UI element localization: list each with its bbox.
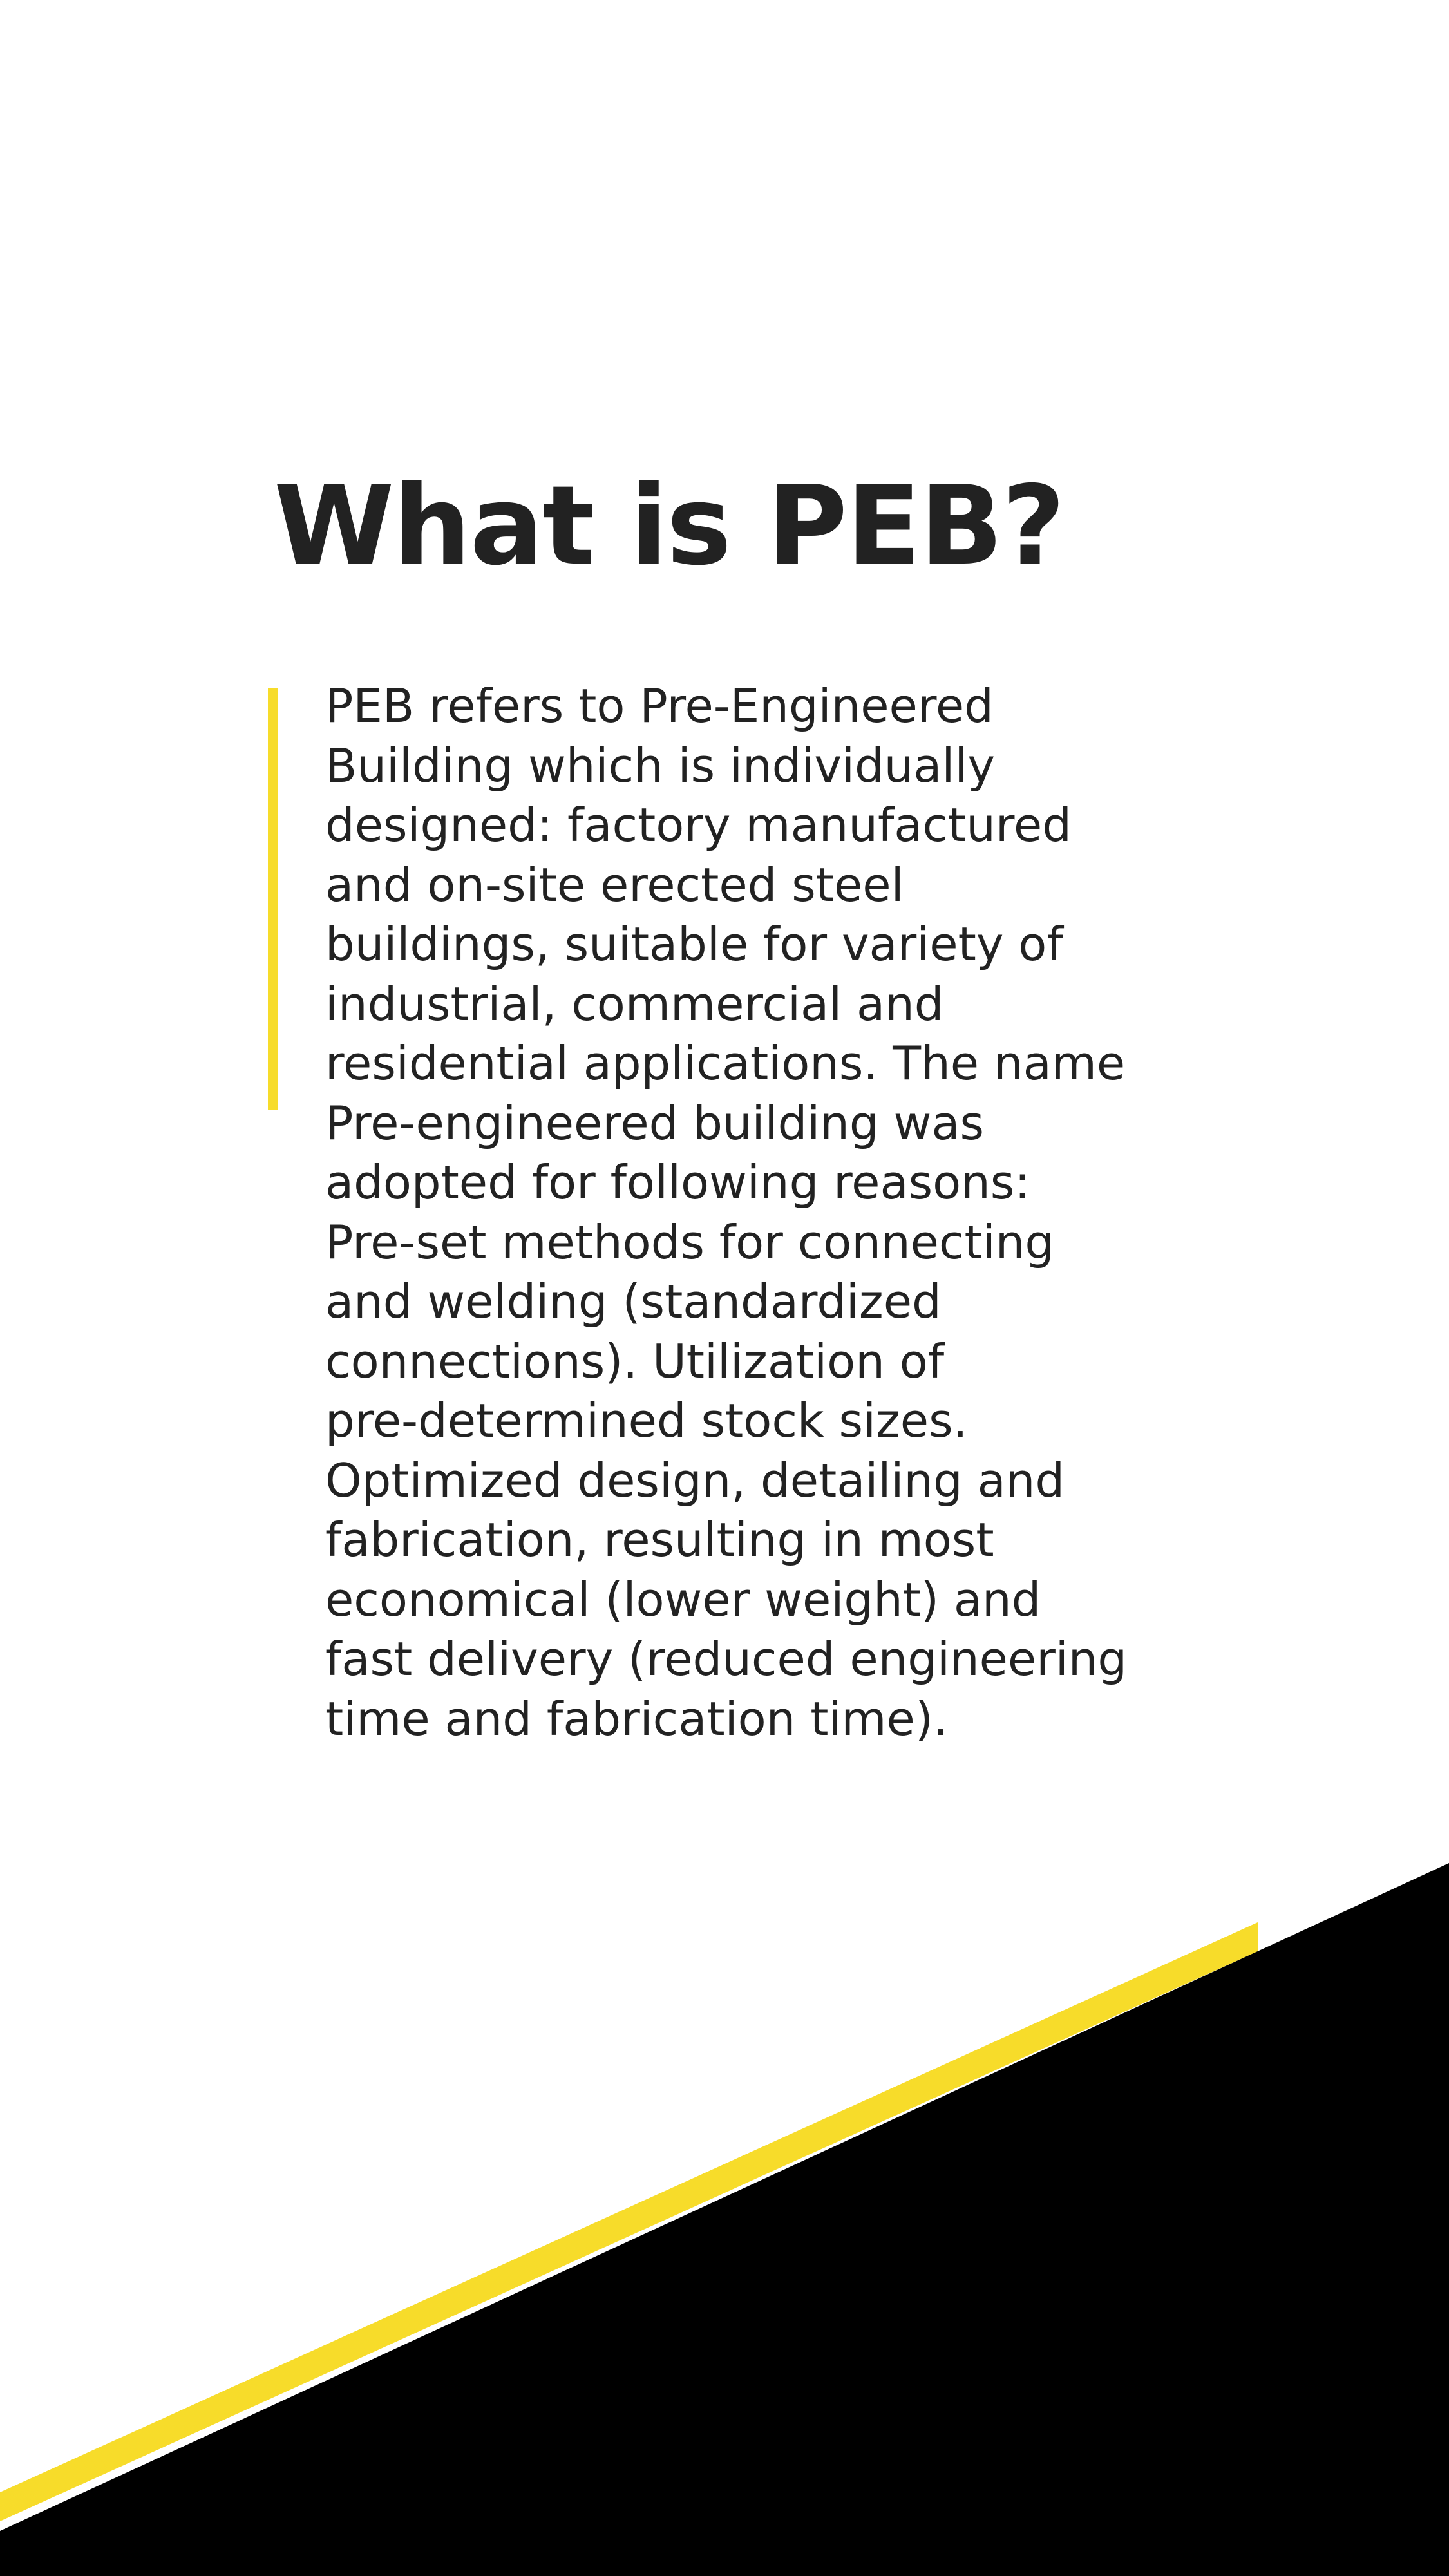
description-line: pre-determined stock sizes.: [325, 1394, 968, 1448]
description-line: Pre-engineered building was: [325, 1095, 985, 1150]
description-line: residential applications. The name: [325, 1036, 1126, 1090]
description-line: fabrication, resulting in most: [325, 1513, 994, 1567]
description-line: Pre-set methods for connecting: [325, 1215, 1055, 1269]
page-title: What is PEB?: [274, 462, 1065, 590]
black-diagonal-block: [0, 1863, 1449, 2576]
description-line: economical (lower weight) and: [325, 1572, 1041, 1627]
description-line: designed: factory manufactured: [325, 798, 1072, 852]
description-line: Optimized design, detailing and: [325, 1453, 1065, 1508]
description-line: time and fabrication time).: [325, 1691, 948, 1746]
description-line: buildings, suitable for variety of: [325, 917, 1063, 971]
accent-bar: [268, 688, 278, 1110]
description-text: PEB refers to Pre-Engineered Building wh…: [325, 676, 1420, 1748]
description-line: connections). Utilization of: [325, 1334, 945, 1388]
yellow-diagonal-stripe: [0, 1922, 1258, 2521]
description-line: Building which is individually: [325, 738, 996, 793]
description-line: fast delivery (reduced engineering: [325, 1632, 1128, 1686]
diagonal-stripe-decoration: [0, 1863, 1449, 2576]
description-line: industrial, commercial and: [325, 976, 944, 1031]
description-line: adopted for following reasons:: [325, 1155, 1030, 1209]
description-line: and welding (standardized: [325, 1274, 942, 1329]
description-line: and on-site erected steel: [325, 857, 904, 912]
description-line: PEB refers to Pre-Engineered: [325, 679, 994, 733]
